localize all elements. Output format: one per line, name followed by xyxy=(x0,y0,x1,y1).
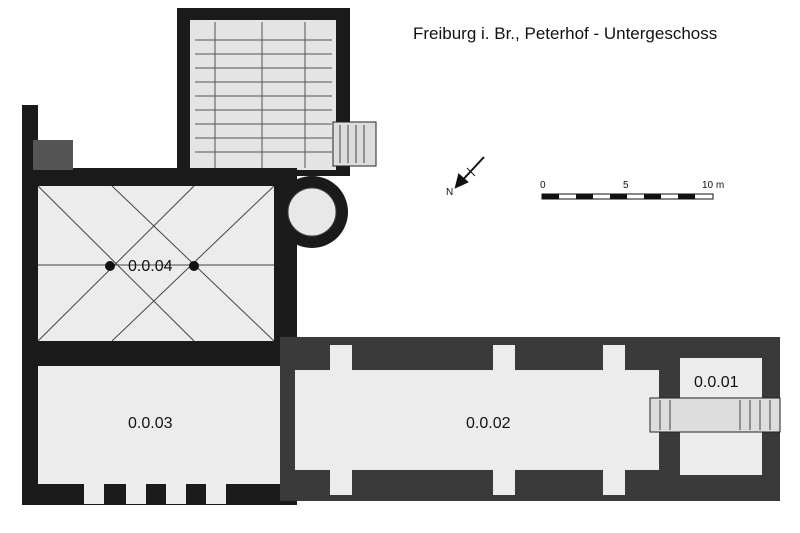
stair-tower-interior xyxy=(190,20,336,170)
stair-treads xyxy=(195,22,332,168)
entrance-stair-treads xyxy=(659,400,771,430)
room-0.0.02-floor xyxy=(295,370,659,470)
room-label-0.0.04: 0.0.04 xyxy=(128,258,173,275)
scale-label-10: 10 m xyxy=(702,180,725,191)
room-0.0.03-floor xyxy=(38,366,280,484)
spiral-stair xyxy=(287,187,337,237)
small-stair xyxy=(332,121,377,167)
small-annex xyxy=(33,140,73,170)
pilasters xyxy=(330,345,625,495)
scale-label-5: 5 xyxy=(623,180,629,191)
column xyxy=(105,261,115,271)
room-label-0.0.02: 0.0.02 xyxy=(466,415,511,432)
scale-bar xyxy=(541,193,714,200)
window-niches xyxy=(84,466,226,504)
column xyxy=(189,261,199,271)
room-label-0.0.03: 0.0.03 xyxy=(128,415,173,432)
plan-title: Freiburg i. Br., Peterhof - Untergeschos… xyxy=(413,24,718,43)
entrance-stair xyxy=(649,397,781,433)
small-stair-treads xyxy=(339,125,365,163)
scale-label-0: 0 xyxy=(540,180,546,191)
north-arrow-icon xyxy=(454,156,485,189)
room-0.0.04-floor xyxy=(38,186,274,341)
room-label-0.0.01: 0.0.01 xyxy=(694,374,739,391)
north-label: N xyxy=(446,187,454,198)
